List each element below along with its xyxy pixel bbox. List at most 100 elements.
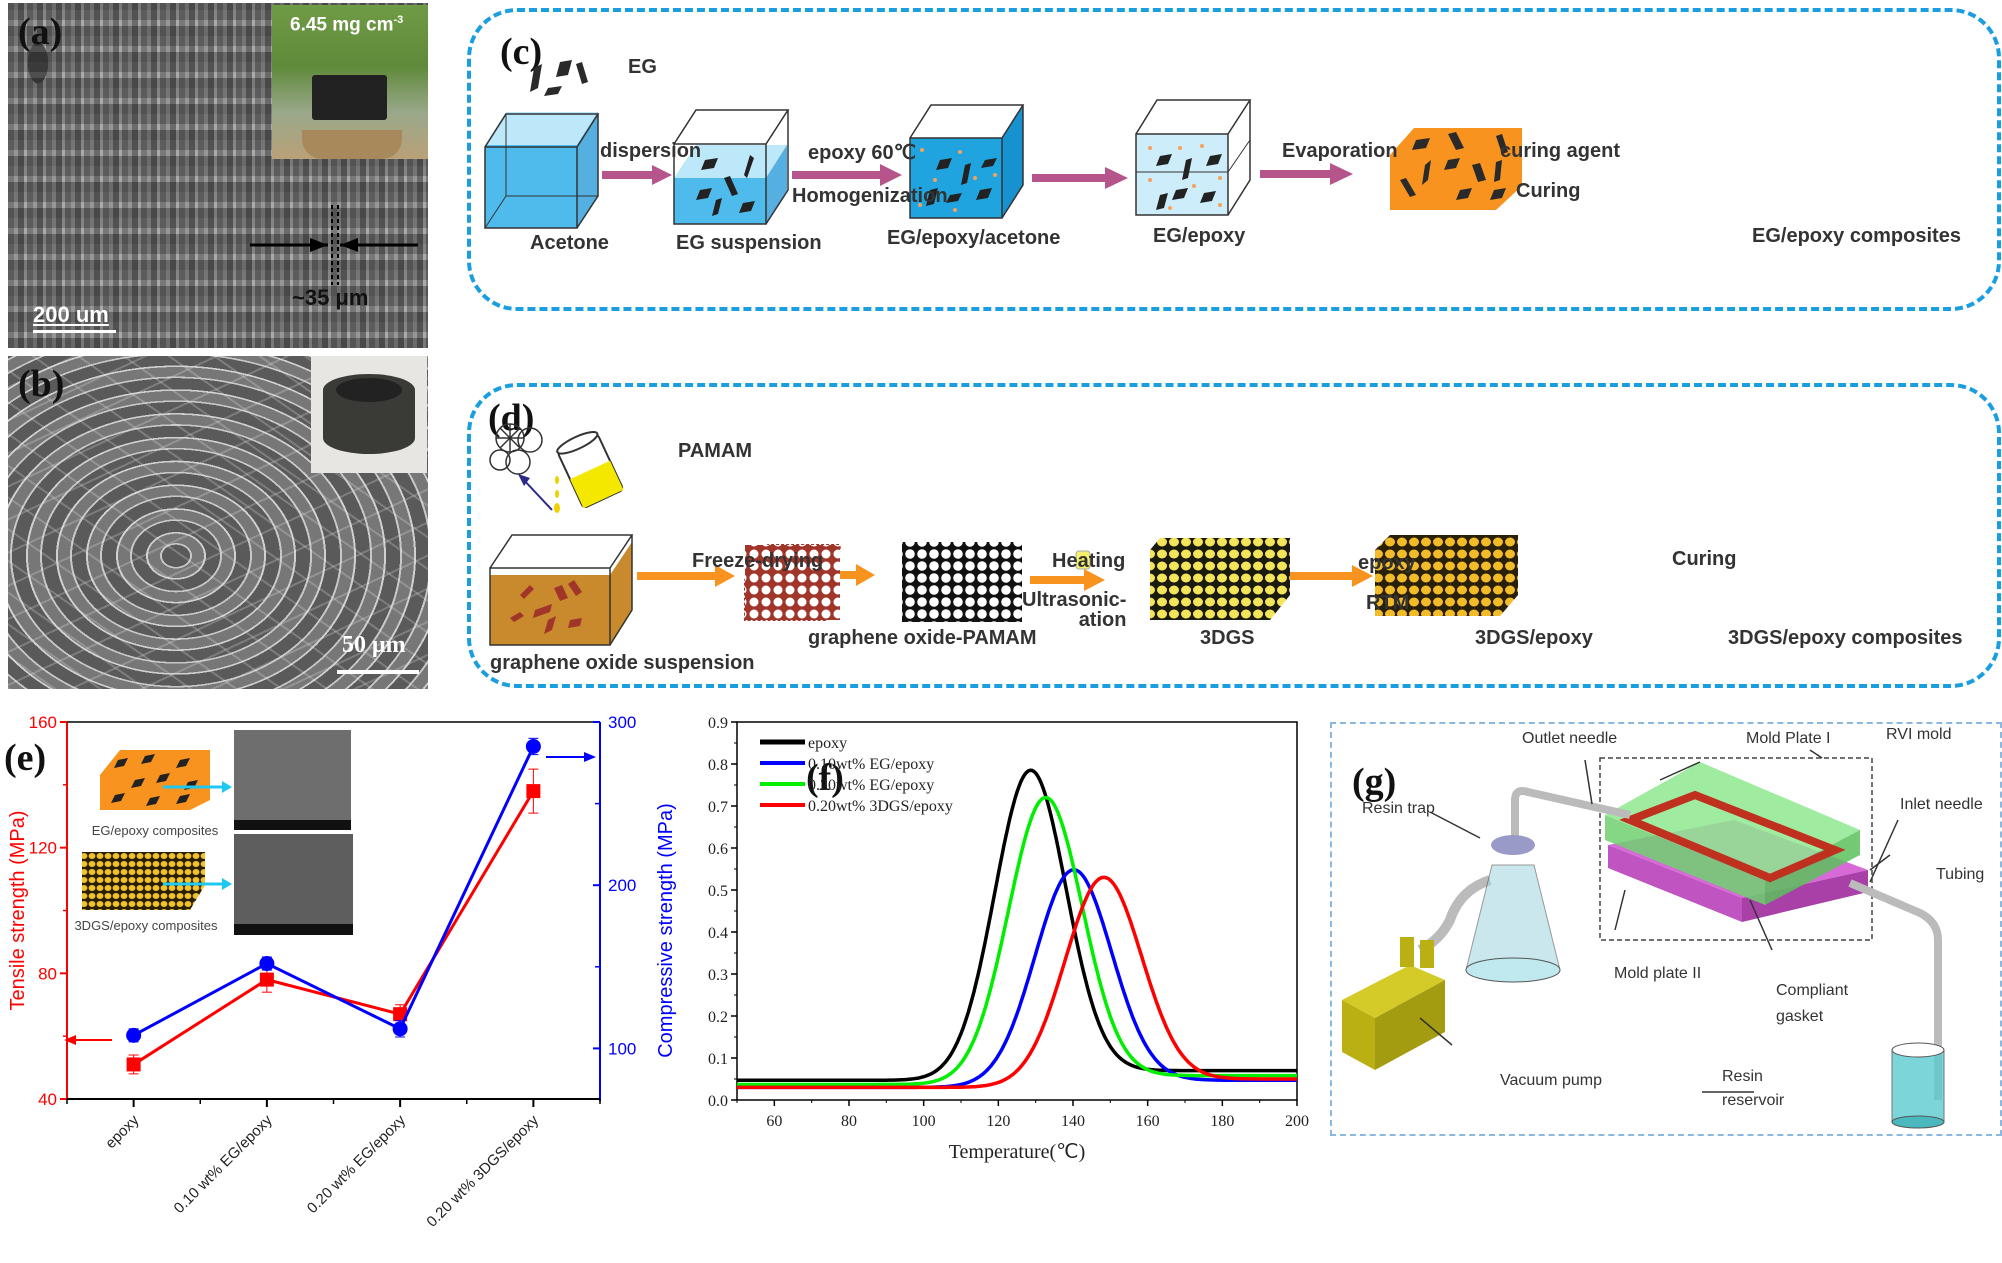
inset-label-eg: EG/epoxy composites xyxy=(92,823,219,838)
panel-g-diagram xyxy=(1342,749,1945,1129)
pamam-beaker-icon xyxy=(556,431,624,509)
x-tick-label: 140 xyxy=(1061,1113,1085,1130)
arrow-label-dispersion: dispersion xyxy=(600,140,702,162)
arrow-freeze-drying xyxy=(637,572,719,580)
y-tick-label: 0.9 xyxy=(708,715,728,732)
x-axis-title: Temperature(℃) xyxy=(949,1141,1086,1163)
beaker-go-suspension xyxy=(489,534,634,646)
x-tick-label: epoxy xyxy=(102,1111,143,1152)
resin-reservoir-beaker xyxy=(1891,1042,1945,1129)
eg-epoxy-composite-block xyxy=(1390,128,1522,210)
y-tick-label: 0.8 xyxy=(708,757,728,774)
rvi-mold-dashed-box xyxy=(1599,757,1873,941)
data-point-tensile xyxy=(526,784,541,799)
panel-c-diagram xyxy=(484,60,1522,229)
x-tick-label: 180 xyxy=(1210,1113,1234,1130)
panel-label-f: (f) xyxy=(806,757,844,799)
panel-g-frame xyxy=(1330,722,2002,1136)
x-tick-label: 60 xyxy=(766,1113,782,1130)
arrow-label-curing: Curing xyxy=(1516,180,1581,202)
x-tick-label: 0.20 wt% 3DGS/epoxy xyxy=(423,1111,542,1230)
callout-inlet-needle: Inlet needle xyxy=(1900,796,1983,813)
y-tick-label: 0.5 xyxy=(708,883,728,900)
arrow-label-curing-d: Curing xyxy=(1672,548,1737,570)
y-tick-label: 0.3 xyxy=(708,967,728,984)
left-tick-label: 40 xyxy=(38,1090,57,1109)
panel-label-b: (b) xyxy=(18,363,65,405)
panel-label-a: (a) xyxy=(18,11,63,53)
step-label-3dgs-epoxy: 3DGS/epoxy xyxy=(1475,627,1593,649)
step-label-go-pamam: graphene oxide-PAMAM xyxy=(808,627,1037,649)
3dgs-foam xyxy=(902,542,1022,622)
left-tick-label: 160 xyxy=(29,713,57,732)
compliant-gasket xyxy=(1619,790,1846,883)
y-tick-label: 0.0 xyxy=(708,1093,728,1110)
eg-flakes-icon xyxy=(530,60,588,96)
data-point-compressive xyxy=(126,1027,142,1043)
arrow-label-rtm: RTM xyxy=(1366,592,1410,614)
right-tick-label: 200 xyxy=(608,876,636,895)
callout-gasket: gasket xyxy=(1776,1008,1824,1025)
x-tick-label: 120 xyxy=(986,1113,1010,1130)
inset-sem-eg-bar xyxy=(234,820,351,830)
tubing xyxy=(1511,787,1631,845)
inset-arrow-eg-head xyxy=(222,781,232,793)
scale-bar-label-a: 200 um xyxy=(33,302,109,327)
panel-label-e: (e) xyxy=(4,737,46,779)
series-line-3 xyxy=(737,875,1297,1090)
y-tick-label: 0.7 xyxy=(708,799,728,816)
legend-label: 0.20wt% EG/epoxy xyxy=(808,777,934,794)
scale-bar-b xyxy=(337,670,419,674)
step-label-eg-epoxy: EG/epoxy xyxy=(1153,225,1246,247)
inset-3dgs-composite-block xyxy=(82,852,205,910)
panel-c-frame xyxy=(467,8,2001,311)
data-point-tensile xyxy=(259,972,274,987)
step-label-eg-suspension: EG suspension xyxy=(676,232,822,254)
y-tick-label: 0.6 xyxy=(708,841,728,858)
series-line-1 xyxy=(737,868,1297,1090)
left-axis-indicator-head xyxy=(64,1035,76,1045)
y-tick-label: 0.2 xyxy=(708,1009,728,1026)
arrow-evaporation xyxy=(1032,167,1128,189)
y-tick-label: 0.4 xyxy=(708,925,728,942)
beaker-eg-epoxy-acetone xyxy=(909,104,1025,219)
right-axis-indicator-head xyxy=(584,752,596,762)
data-point-compressive xyxy=(259,956,275,972)
x-tick-label: 0.20 wt% EG/epoxy xyxy=(304,1111,410,1217)
callout-mold-plate-ii: Mold plate II xyxy=(1614,965,1702,982)
x-tick-label: 160 xyxy=(1136,1113,1160,1130)
density-label: 6.45 mg cm-3 xyxy=(290,14,404,36)
arrow-label-curing-agent: curing agent xyxy=(1500,140,1621,162)
arrow-rtm xyxy=(1030,576,1090,584)
callout-tubing: Tubing xyxy=(1936,866,1985,883)
left-tick-label: 80 xyxy=(38,964,57,983)
data-point-compressive xyxy=(392,1021,408,1037)
legend-label: 0.10wt% EG/epoxy xyxy=(808,756,934,773)
arrow-curing xyxy=(1260,163,1353,185)
series-line-compressive xyxy=(132,745,535,1037)
chart-e-insets: EG/epoxy composites 3DGS/epoxy composites xyxy=(74,730,353,935)
pot xyxy=(302,130,402,159)
scale-bar-label-b: 50 μm xyxy=(342,632,406,658)
photo-inset-a xyxy=(272,5,428,159)
inset-sem-eg xyxy=(234,730,351,830)
inset-sem-3dgs-bar xyxy=(234,924,353,935)
callout-compliant: Compliant xyxy=(1776,982,1849,999)
inset-label-3dgs: 3DGS/epoxy composites xyxy=(74,918,218,933)
callout-reservoir: reservoir xyxy=(1722,1092,1785,1109)
arrow-label-epoxy-60c: epoxy 60℃ xyxy=(808,142,917,164)
step-label-eg-epoxy-acetone: EG/epoxy/acetone xyxy=(887,227,1061,249)
step-label-3dgs-epoxy-composites: 3DGS/epoxy composites xyxy=(1728,627,1963,649)
arrow-label-heating: Heating xyxy=(1052,550,1126,572)
x-tick-label: 100 xyxy=(912,1113,936,1130)
epoxy-cup-icon xyxy=(1075,550,1091,570)
data-point-tensile xyxy=(126,1057,141,1072)
pore-width-label: ~35 μm xyxy=(292,285,369,310)
beaker-eg-suspension xyxy=(673,109,790,225)
arrow-homogenization xyxy=(792,164,902,186)
eg-label: EG xyxy=(628,56,657,78)
3dgs-epoxy-composite-block xyxy=(1375,535,1518,616)
step-label-eg-epoxy-composites: EG/epoxy composites xyxy=(1752,225,1961,247)
